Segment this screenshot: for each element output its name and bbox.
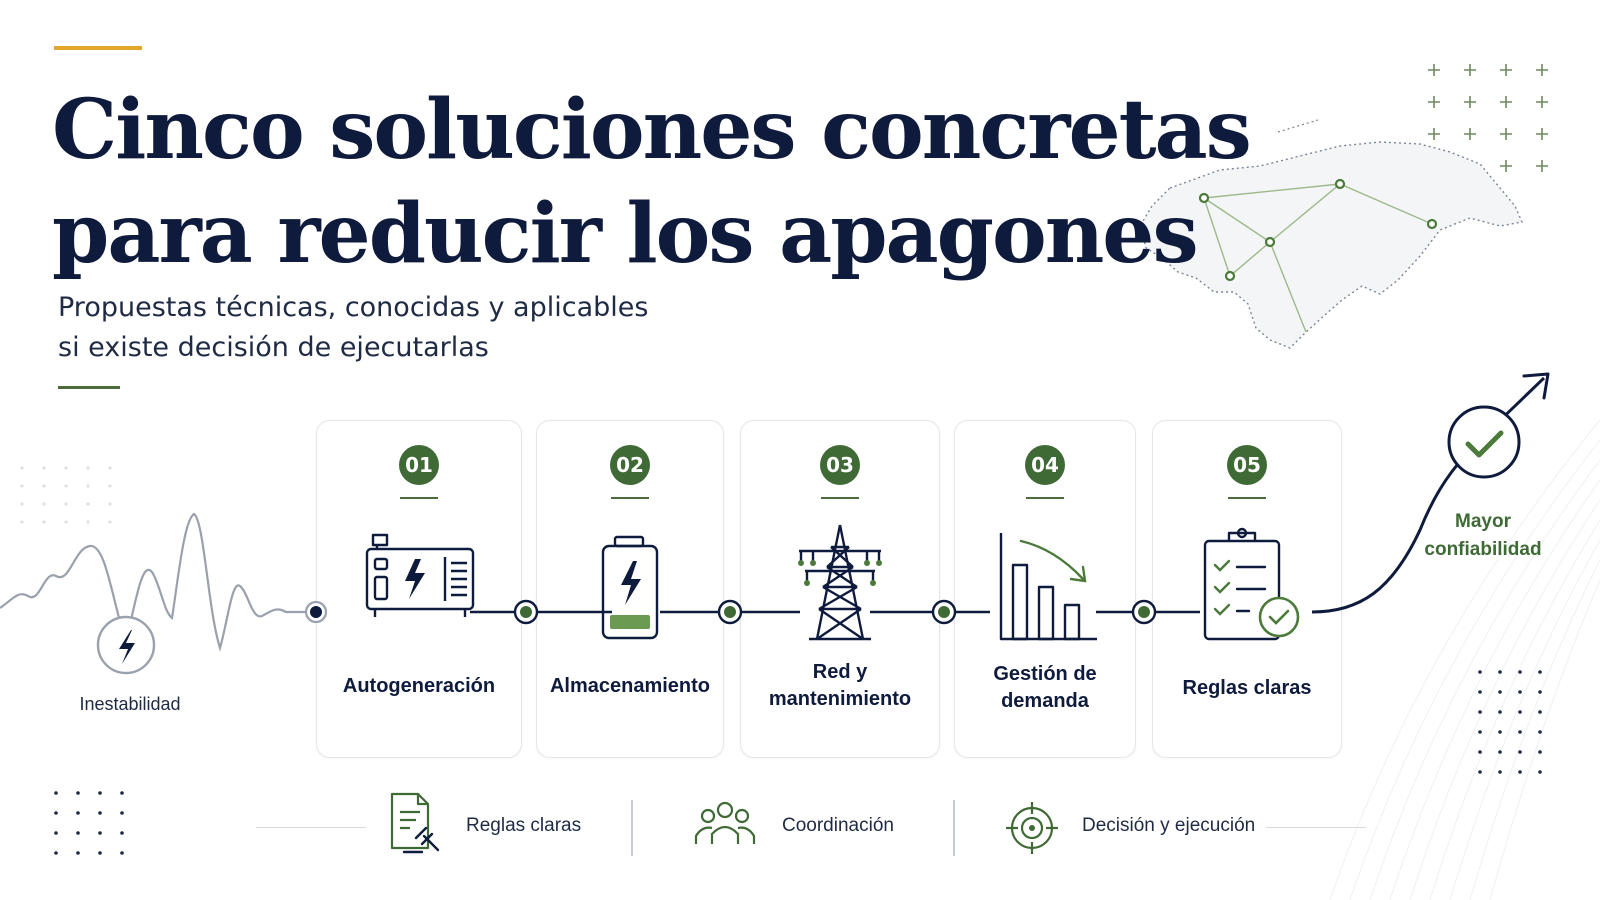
badge-underline (1228, 497, 1266, 499)
card-label-line-1: Gestión de (993, 663, 1097, 685)
outcome-label-line-2: confiabilidad (1424, 539, 1542, 560)
solution-card-2: 02 Almacenamiento (536, 420, 724, 758)
pillar-label: Reglas claras (466, 815, 582, 836)
generator-icon (365, 533, 475, 617)
card-label: Red y mantenimiento (741, 659, 939, 713)
pillar-divider (953, 800, 955, 856)
step-badge: 04 (1025, 445, 1065, 485)
card-label: Almacenamiento (537, 673, 723, 700)
card-label: Gestión de demanda (955, 661, 1135, 715)
title-line-1: Cinco soluciones concretas (52, 82, 1252, 178)
card-label-line-1: Red y (812, 661, 868, 683)
transmission-tower-icon (798, 524, 882, 641)
badge-underline (821, 497, 859, 499)
card-label: Autogeneración (317, 673, 521, 700)
document-gavel-icon (390, 792, 440, 854)
solution-card-3: 03 Red y mantenimiento (740, 420, 940, 758)
card-label: Reglas claras (1153, 675, 1341, 702)
card-label-line-1: Autogeneración (342, 675, 496, 697)
page-title: Cinco soluciones concretas para reducir … (52, 78, 1252, 286)
solution-card-5: 05 Reglas claras (1152, 420, 1342, 758)
page-subtitle: Propuestas técnicas, conocidas y aplicab… (58, 288, 758, 368)
footer-rule-left (256, 827, 366, 828)
card-label-line-2: demanda (1001, 690, 1089, 712)
pillar-label: Decisión y ejecución (1082, 815, 1256, 836)
outcome-label-line-1: Mayor (1455, 511, 1511, 532)
checklist-icon (1203, 527, 1300, 641)
pillar-divider (631, 800, 633, 856)
solution-card-4: 04 Gestión de demanda (954, 420, 1136, 758)
badge-underline (611, 497, 649, 499)
demand-chart-icon (999, 533, 1097, 641)
battery-icon (601, 535, 659, 640)
step-badge: 05 (1227, 445, 1267, 485)
card-label-line-2: mantenimiento (768, 688, 912, 710)
step-badge: 02 (610, 445, 650, 485)
target-icon (1006, 802, 1058, 854)
subtitle-rule (58, 386, 120, 389)
subtitle-line-2: si existe decisión de ejecutarlas (58, 332, 489, 363)
card-label-line-1: Almacenamiento (549, 675, 711, 697)
solution-card-1: 01 Autogeneración (316, 420, 522, 758)
footer-rule-right (1266, 827, 1366, 828)
accent-bar (54, 46, 142, 50)
step-badge: 01 (399, 445, 439, 485)
subtitle-line-1: Propuestas técnicas, conocidas y aplicab… (58, 292, 649, 323)
instability-label: Inestabilidad (79, 694, 181, 714)
outcome-label: Mayor confiabilidad (1398, 508, 1568, 564)
step-badge: 03 (820, 445, 860, 485)
country-network-map (1139, 119, 1523, 349)
badge-underline (400, 497, 438, 499)
card-label-line-1: Reglas claras (1182, 677, 1312, 699)
people-group-icon (694, 801, 756, 844)
pillar-label: Coordinación (782, 815, 894, 836)
badge-underline (1026, 497, 1064, 499)
title-line-2: para reducir los apagones (52, 186, 1199, 282)
